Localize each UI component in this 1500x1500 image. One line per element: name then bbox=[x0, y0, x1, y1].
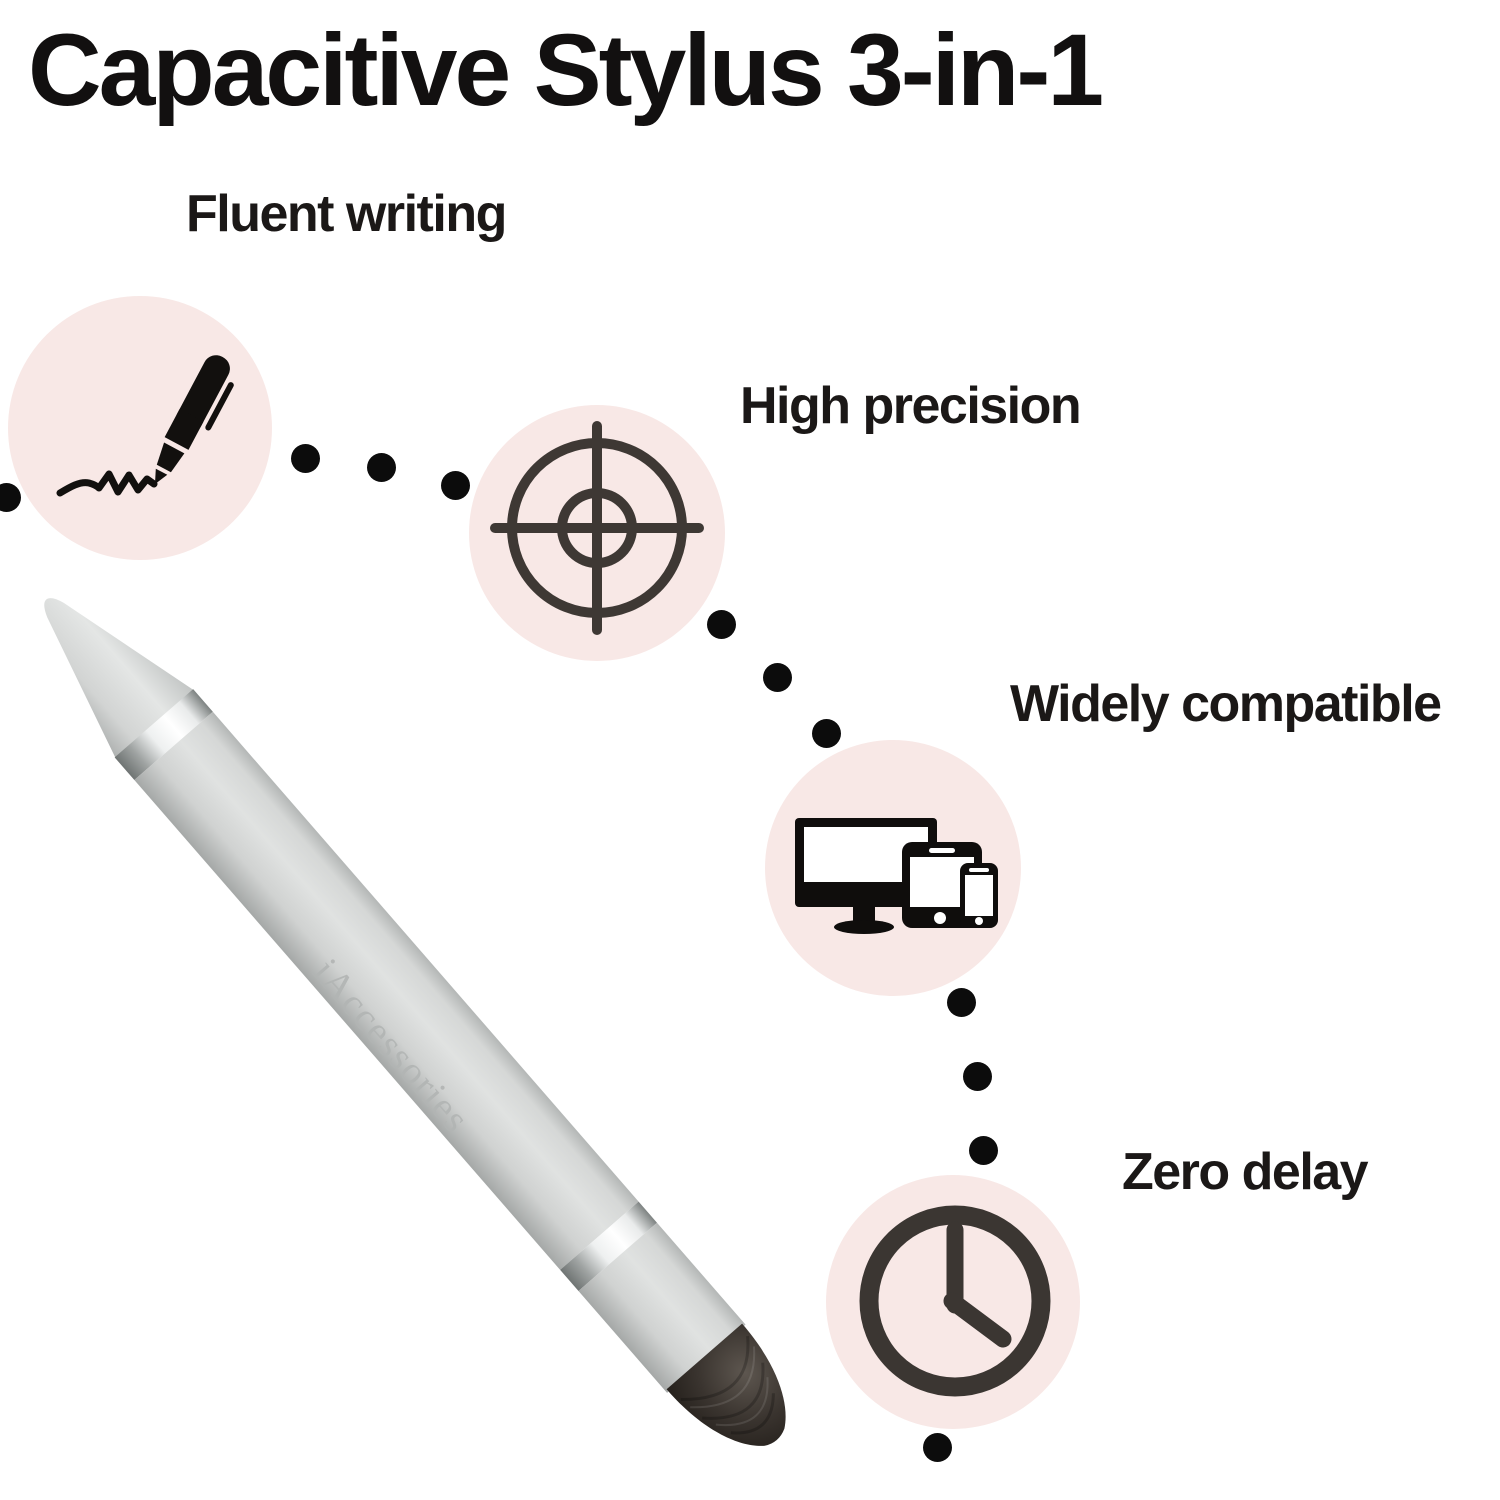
page-title: Capacitive Stylus 3-in-1 bbox=[28, 13, 1104, 127]
feature-badge-zero-delay bbox=[826, 1175, 1080, 1429]
devices-icon bbox=[795, 818, 998, 934]
crosshair-icon bbox=[490, 421, 704, 635]
path-dot bbox=[763, 663, 792, 692]
stylus-grip bbox=[578, 1222, 746, 1393]
stylus-cone-tip bbox=[44, 598, 195, 759]
stylus-chrome-ring bbox=[560, 1201, 657, 1291]
feature-label-zero-delay: Zero delay bbox=[1122, 1143, 1369, 1201]
path-dot bbox=[441, 471, 470, 500]
feature-label-high-precision: High precision bbox=[740, 377, 1082, 435]
path-dot bbox=[969, 1136, 998, 1165]
feature-label-fluent-writing: Fluent writing bbox=[186, 185, 507, 243]
path-dot bbox=[0, 483, 21, 512]
path-dot bbox=[963, 1062, 992, 1091]
path-dot bbox=[812, 719, 841, 748]
feature-label-widely-compatible: Widely compatible bbox=[1010, 675, 1442, 733]
path-dot bbox=[367, 453, 396, 482]
path-dot bbox=[947, 988, 976, 1017]
path-dot bbox=[923, 1433, 952, 1462]
pen-writing-icon bbox=[56, 355, 234, 497]
clock-icon bbox=[859, 1205, 1051, 1397]
stylus-body bbox=[134, 711, 639, 1270]
stylus-chrome-ring bbox=[114, 689, 213, 781]
feature-badge-fluent-writing bbox=[8, 296, 272, 560]
path-dot bbox=[707, 610, 736, 639]
path-dot bbox=[291, 444, 320, 473]
feature-badge-high-precision bbox=[469, 405, 725, 661]
stylus-brand-engraving: iAccessories bbox=[305, 951, 479, 1142]
feature-badge-widely-compatible bbox=[765, 740, 1021, 996]
stylus-fiber-tip bbox=[666, 1323, 786, 1446]
